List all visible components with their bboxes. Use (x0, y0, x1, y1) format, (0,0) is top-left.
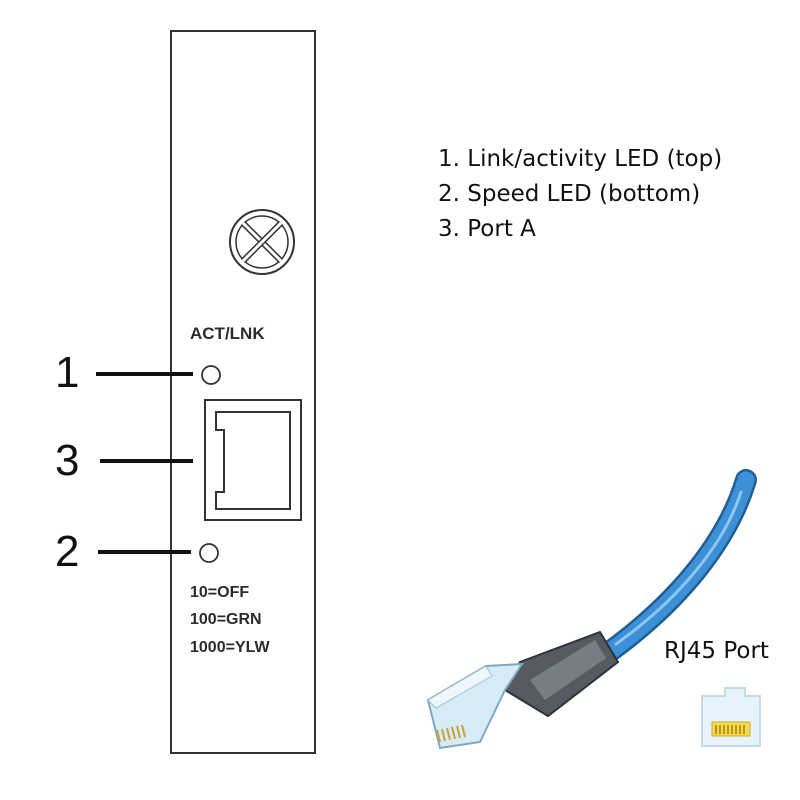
speed-led (199, 543, 219, 563)
callout-1: 1 (55, 348, 79, 397)
faceplate (170, 30, 316, 754)
legend: 1. Link/activity LED (top) 2. Speed LED … (438, 142, 722, 247)
legend-item-1: 1. Link/activity LED (top) (438, 146, 723, 172)
callout-3: 3 (55, 436, 79, 485)
legend-item-2: 2. Speed LED (bottom) (438, 181, 701, 207)
screw-icon (229, 209, 295, 275)
ethernet-cable-icon (426, 469, 757, 750)
speed-line-10: 10=OFF (190, 584, 249, 601)
speed-line-100: 100=GRN (190, 611, 262, 628)
legend-item-3: 3. Port A (438, 216, 536, 242)
act-lnk-label: ACT/LNK (190, 324, 265, 343)
rj45-port-icon (701, 687, 761, 747)
rj45-port-label: RJ45 Port (664, 638, 769, 664)
speed-line-1000: 1000=YLW (190, 639, 271, 656)
callout-2: 2 (55, 527, 79, 576)
link-activity-led (201, 365, 221, 385)
port-a (204, 399, 302, 521)
